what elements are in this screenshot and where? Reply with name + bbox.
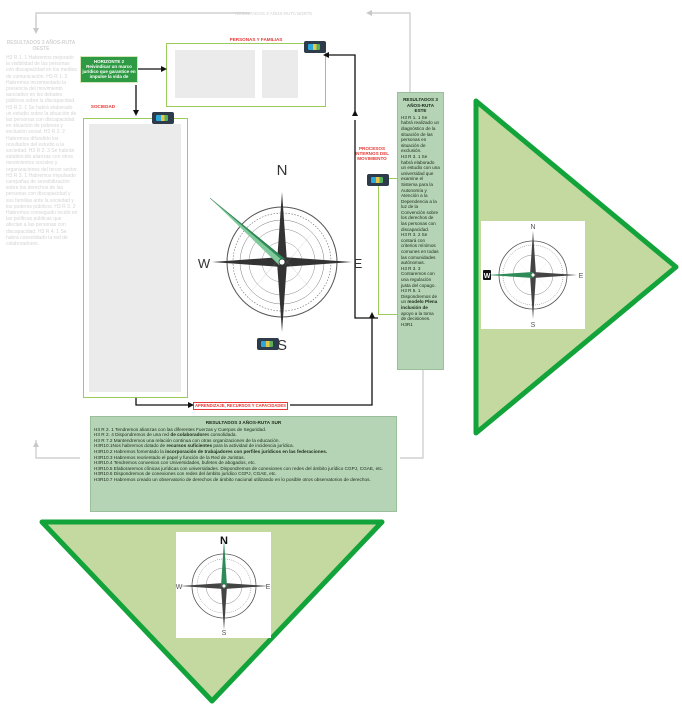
east-compass-n: N: [530, 224, 535, 231]
list-item: H3 R 1. 1 Se habrá realizado un diagnóst…: [401, 115, 440, 154]
ruta-sur-title: RESULTADOS 3 AÑOS-RUTA SUR: [94, 420, 393, 426]
list-item: H3R10.7 Habremos creado un observatorio …: [94, 477, 393, 483]
list-item: H3 R 3. 3 Contaremos con una regulación …: [401, 266, 440, 288]
south-triangle: N S W E: [36, 516, 388, 705]
list-item: H3 R 3. 2 Se contará con criterios mínim…: [401, 232, 440, 266]
south-compass-w: W: [176, 584, 183, 591]
ruta-sur-box: RESULTADOS 3 AÑOS-RUTA SUR H3 R 2. 1 Ten…: [90, 416, 397, 512]
east-compass-s: S: [531, 322, 536, 329]
east-compass-w: W: [484, 273, 491, 280]
list-item: H3R1: [401, 322, 440, 328]
compass-n: N: [277, 162, 288, 179]
list-item: H3 R 3. 1 Se habrá elaborado un estudio …: [401, 154, 440, 232]
compass-rose: N S E W: [198, 158, 366, 358]
ruta-este-title: RESULTADOS 3 AÑOS-RUTA ESTE: [401, 97, 440, 114]
compass-s: S: [277, 337, 287, 354]
south-compass-s: S: [222, 630, 227, 637]
list-item: H3 R 5. 1 Dispondremos de un modelo Plen…: [401, 288, 440, 322]
compass-e: E: [354, 256, 363, 271]
south-compass-e: E: [266, 584, 271, 591]
east-compass-e: E: [579, 273, 584, 280]
compass-w: W: [198, 256, 211, 271]
south-compass-n: N: [220, 535, 228, 547]
east-triangle: W N S E: [470, 95, 682, 440]
ruta-este-box: RESULTADOS 3 AÑOS-RUTA ESTE H3 R 1. 1 Se…: [397, 92, 444, 370]
